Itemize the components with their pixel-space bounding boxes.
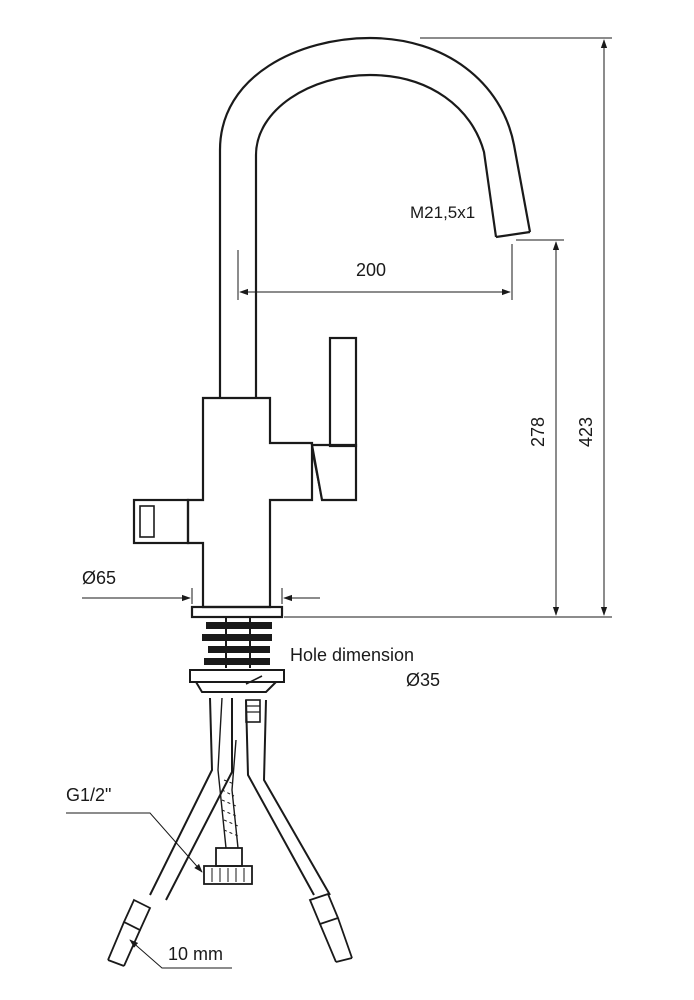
- right-lever-cap: [310, 443, 358, 502]
- hoses: [107, 697, 353, 967]
- left-hose: [149, 697, 214, 896]
- braided-hose: [217, 697, 227, 849]
- mixer-body: [186, 396, 314, 609]
- faucet-body: [132, 36, 532, 619]
- total-height-label: 423: [576, 417, 596, 447]
- right-lever-handle: [328, 336, 358, 448]
- left-knob: [132, 498, 190, 545]
- mounting-nut: [189, 669, 285, 683]
- right-hose: [245, 699, 315, 896]
- hose-size-label: 10 mm: [168, 944, 223, 964]
- hole-dimension-title: Hole dimension: [290, 645, 414, 665]
- spout-outer-outline: [218, 36, 532, 398]
- reach-label: 200: [356, 260, 386, 280]
- base-plate: [190, 605, 284, 619]
- mounting-hardware: [189, 617, 285, 723]
- base-diameter-label: Ø65: [82, 568, 116, 588]
- thread-label: M21,5x1: [410, 203, 475, 222]
- spout-tip: [495, 230, 531, 239]
- g12-connector: [215, 847, 243, 867]
- left-knob-inner: [139, 505, 155, 538]
- dimension-lines: [66, 37, 612, 969]
- labels: M21,5x1 200 278 423 Ø65 Hole dimension Ø…: [66, 203, 596, 964]
- hole-dimension-value: Ø35: [406, 670, 440, 690]
- connection-label: G1/2": [66, 785, 111, 805]
- hose-size-leader: [129, 939, 232, 969]
- right-lever-slope: [311, 449, 323, 501]
- g12-leader: [66, 812, 203, 873]
- spout-inner-outline: [254, 73, 498, 398]
- spout-height-label: 278: [528, 417, 548, 447]
